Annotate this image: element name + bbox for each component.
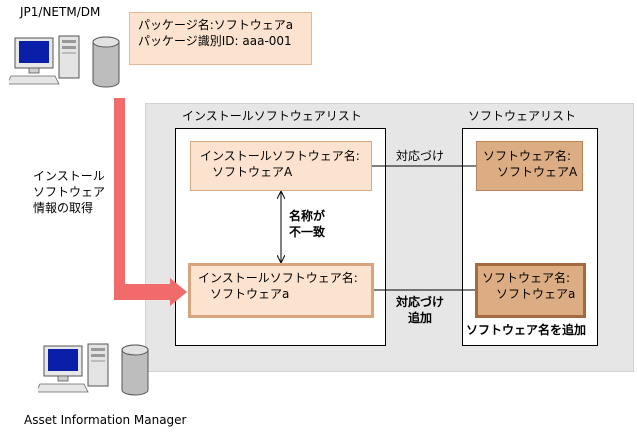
link-label-top: 対応づけ bbox=[396, 149, 445, 163]
installed-item-a: インストールソフトウェア名: ソフトウェアa bbox=[188, 263, 374, 318]
acquire-info-note: インストール ソフトウェア 情報の取得 bbox=[33, 169, 106, 215]
package-id: パッケージ識別ID: aaa-001 bbox=[138, 34, 292, 48]
package-info-box: パッケージ名:ソフトウェアa パッケージ識別ID: aaa-001 bbox=[129, 12, 312, 65]
bottom-server-label: Asset Information Manager bbox=[24, 413, 187, 427]
pc-server-icon bbox=[6, 30, 124, 98]
top-server-label: JP1/NETM/DM bbox=[20, 5, 101, 19]
pc-server-icon bbox=[35, 338, 178, 406]
package-name: パッケージ名:ソフトウェアa bbox=[138, 18, 294, 32]
link-add-label: 対応づけ 追加 bbox=[396, 295, 445, 325]
installed-item-A: インストールソフトウェア名: ソフトウェアA bbox=[190, 141, 372, 191]
software-item-a: ソフトウェア名: ソフトウェアa bbox=[475, 263, 586, 318]
software-list-title: ソフトウェアリスト bbox=[468, 109, 577, 123]
software-item-A: ソフトウェア名: ソフトウェアA bbox=[476, 141, 583, 191]
installed-list-title: インストールソフトウェアリスト bbox=[182, 109, 362, 123]
acquire-arrow bbox=[114, 98, 187, 306]
mismatch-label: 名称が 不一致 bbox=[289, 209, 326, 239]
add-software-label: ソフトウェア名を追加 bbox=[466, 323, 587, 337]
